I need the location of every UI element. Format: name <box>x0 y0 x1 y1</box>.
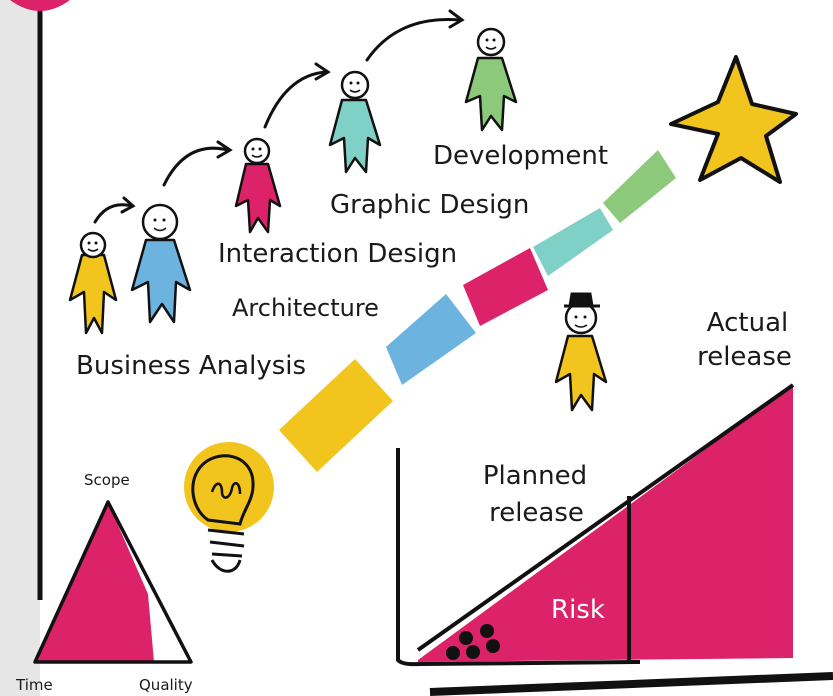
project-triangle <box>33 500 193 664</box>
left-panel <box>0 0 40 696</box>
person-architect <box>130 203 192 324</box>
label-actual-release-line2: release <box>697 342 792 372</box>
bar-segment-green <box>603 150 676 223</box>
bar-segment-yellow <box>279 359 393 472</box>
arrow-3 <box>263 70 328 129</box>
bar-segment-blue <box>386 294 476 385</box>
arrow-4 <box>365 18 462 62</box>
label-graphic-design: Graphic Design <box>330 190 530 220</box>
release-risk-chart <box>396 383 795 667</box>
actual-release-line <box>416 383 795 652</box>
label-architecture: Architecture <box>232 294 379 322</box>
lightbulb-icon <box>184 442 274 573</box>
arrow-4-head <box>448 9 465 29</box>
progress-arrows <box>93 9 465 224</box>
label-business-analysis: Business Analysis <box>76 351 307 381</box>
corner-pink-arc <box>10 0 70 11</box>
label-quality: Quality <box>139 676 193 694</box>
person-interaction-designer <box>234 137 282 234</box>
label-interaction-design: Interaction Design <box>218 239 458 269</box>
bar-segment-teal <box>533 208 613 276</box>
label-time: Time <box>16 676 53 694</box>
star-icon <box>669 55 798 184</box>
actual-release-area <box>418 385 793 662</box>
arrow-1 <box>93 203 134 224</box>
triangle-outline <box>33 500 193 664</box>
process-bar <box>279 150 676 472</box>
person-manager-with-hat <box>554 292 608 412</box>
risk-dots <box>446 624 500 660</box>
label-scope: Scope <box>84 471 130 489</box>
person-developer <box>464 27 518 132</box>
label-risk: Risk <box>551 595 605 625</box>
label-development: Development <box>433 141 609 171</box>
arrow-2-head <box>216 140 233 159</box>
label-planned-release-line1: Planned <box>482 461 588 491</box>
bottom-border-line <box>429 672 833 696</box>
arrow-3-head <box>314 62 331 81</box>
person-graphic-designer <box>328 70 382 174</box>
triangle-fill <box>35 502 154 662</box>
chart-axes <box>396 448 641 667</box>
person-business-analyst <box>68 231 118 335</box>
arrow-1-head <box>120 196 136 214</box>
arrow-2 <box>162 146 230 187</box>
label-planned-release-line2: release <box>489 498 584 528</box>
label-actual-release-line1: Actual <box>706 308 789 338</box>
bar-segment-pink <box>463 248 548 326</box>
